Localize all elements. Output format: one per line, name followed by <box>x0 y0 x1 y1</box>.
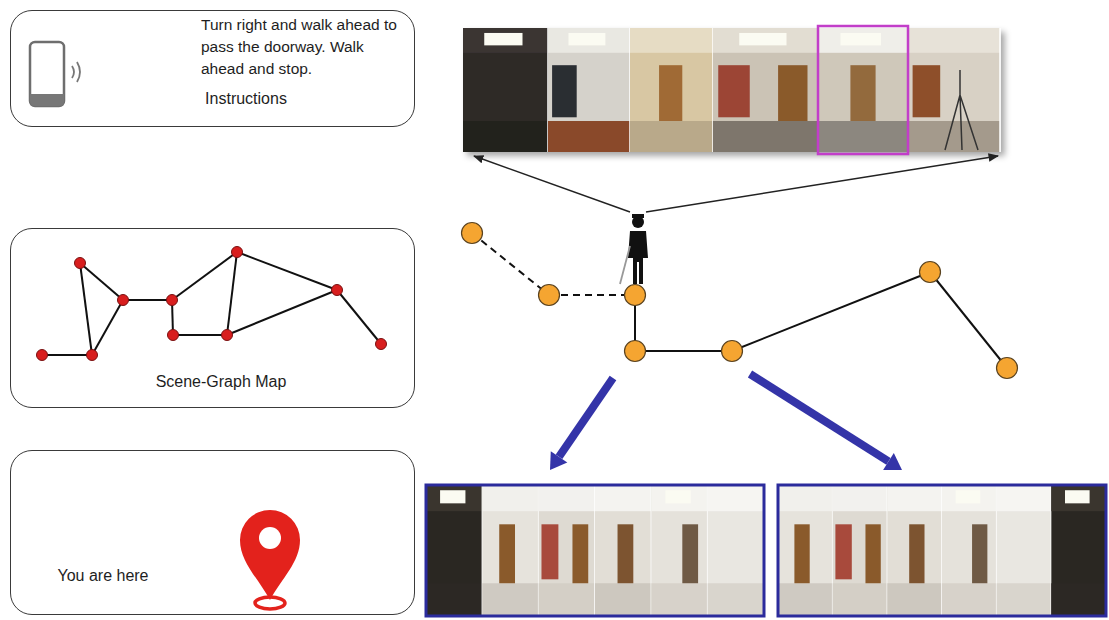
route-node <box>920 262 941 283</box>
blue-arrow <box>750 374 902 470</box>
graph-node <box>168 330 179 341</box>
photo-panel <box>463 28 548 152</box>
view-arrow <box>646 156 998 212</box>
photo-panel <box>713 28 818 152</box>
route-edge <box>549 294 635 296</box>
instruction-text: Turn right and walk ahead to pass the do… <box>201 14 409 80</box>
route-graph <box>462 223 1018 379</box>
graph-edge <box>92 300 123 355</box>
route-edge <box>930 272 1007 368</box>
photo-panel <box>595 485 651 616</box>
route-edge <box>732 272 930 351</box>
graph-edge <box>337 290 381 344</box>
graph-node <box>118 295 129 306</box>
highlight-frame <box>818 26 908 154</box>
photo-panel <box>942 485 997 616</box>
graph-edge <box>80 263 92 355</box>
photo-panel <box>997 485 1052 616</box>
photo-panel <box>426 485 482 616</box>
photo-panel <box>1051 485 1106 616</box>
photo-panel <box>708 485 764 616</box>
photo-panel <box>630 28 713 152</box>
graph-edge <box>227 290 337 335</box>
panel-label: Scene-Graph Map <box>121 372 321 392</box>
rounded-panel: Scene-Graph Map <box>10 228 415 408</box>
graph-node <box>376 339 387 350</box>
graph-edge <box>80 263 123 300</box>
graph-node <box>37 350 48 361</box>
panel-label: You are here <box>33 566 173 586</box>
route-edge <box>472 233 549 295</box>
graph-edge <box>237 252 337 290</box>
route-node <box>722 341 743 362</box>
scene-graph-icon <box>37 247 387 361</box>
location-pin <box>240 510 300 609</box>
panorama-strip <box>778 485 1106 616</box>
photo-panel <box>887 485 942 616</box>
graph-node <box>167 295 178 306</box>
photo-panel <box>548 28 630 152</box>
route-node <box>625 341 646 362</box>
photo-panel <box>651 485 707 616</box>
graph-node <box>87 350 98 361</box>
rounded-panel: Turn right and walk ahead to pass the do… <box>10 10 415 127</box>
rounded-panel: You are here <box>10 450 415 615</box>
route-node <box>625 285 646 306</box>
graph-node <box>332 285 343 296</box>
graph-edge <box>172 252 237 300</box>
route-node <box>462 223 483 244</box>
route-edge <box>635 350 732 352</box>
graph-edge <box>227 252 237 335</box>
photo-panel <box>482 485 538 616</box>
graph-node <box>232 247 243 258</box>
route-node <box>997 358 1018 379</box>
panel-label: Instructions <box>161 89 331 109</box>
graph-edge <box>42 354 92 356</box>
photo-panel <box>818 28 908 152</box>
route-node <box>539 285 560 306</box>
photo-panel <box>833 485 888 616</box>
panorama-strip <box>426 485 764 616</box>
blue-arrow <box>550 378 613 470</box>
graph-edge <box>173 334 227 336</box>
graph-node <box>75 258 86 269</box>
person-icon <box>620 214 648 284</box>
photo-panel <box>908 28 1000 152</box>
graph-edge <box>123 299 172 301</box>
tripod <box>945 70 978 150</box>
graph-node <box>222 330 233 341</box>
phone-icon <box>30 42 80 106</box>
photo-panel <box>539 485 595 616</box>
view-arrow <box>474 156 630 212</box>
panorama-strip <box>463 28 1000 152</box>
photo-panel <box>778 485 833 616</box>
